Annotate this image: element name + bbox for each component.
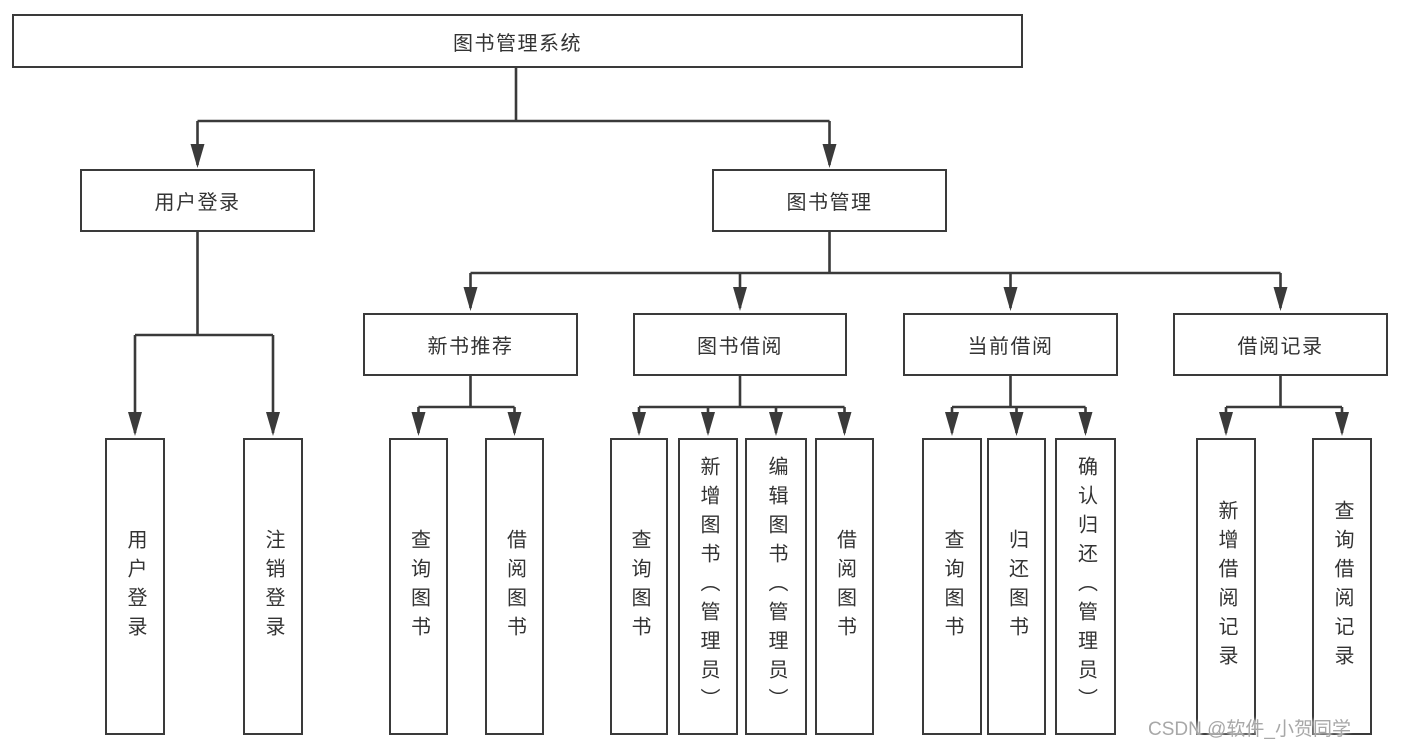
node-label: 注销登录 bbox=[262, 528, 284, 645]
node-label: 图书借阅 bbox=[697, 336, 783, 358]
node-current-borrowing: 当前借阅 bbox=[903, 313, 1118, 376]
node-label: 新书推荐 bbox=[427, 336, 514, 358]
node-label: 借阅图书 bbox=[833, 528, 856, 645]
leaf-query-books-recommend: 查询图书 bbox=[389, 438, 448, 735]
node-label: 查询借阅记录 bbox=[1331, 499, 1353, 674]
node-new-book-recommendation: 新书推荐 bbox=[363, 313, 578, 376]
node-label: 用户登录 bbox=[124, 528, 146, 645]
watermark-text: CSDN @软件_小贺同学 bbox=[1148, 719, 1351, 740]
node-library-management-system: 图书管理系统 bbox=[12, 14, 1023, 68]
node-user-login: 用户登录 bbox=[80, 169, 315, 232]
node-label: 查询图书 bbox=[407, 528, 430, 645]
node-label: 当前借阅 bbox=[967, 336, 1054, 358]
leaf-confirm-return-admin: 确认归还（管理员） bbox=[1055, 438, 1116, 735]
node-book-borrowing: 图书借阅 bbox=[633, 313, 847, 376]
node-label: 用户登录 bbox=[154, 192, 241, 214]
node-book-management: 图书管理 bbox=[712, 169, 947, 232]
leaf-user-login: 用户登录 bbox=[105, 438, 165, 735]
leaf-query-books-borrowing: 查询图书 bbox=[610, 438, 668, 735]
node-label: 编辑图书（管理员） bbox=[765, 456, 787, 717]
node-label: 图书管理系统 bbox=[453, 32, 582, 55]
node-borrowing-records: 借阅记录 bbox=[1173, 313, 1388, 376]
leaf-add-borrow-record: 新增借阅记录 bbox=[1196, 438, 1256, 735]
node-label: 归还图书 bbox=[1005, 528, 1028, 645]
node-label: 借阅记录 bbox=[1237, 336, 1324, 358]
node-label: 查询图书 bbox=[941, 528, 963, 645]
node-label: 新增借阅记录 bbox=[1215, 499, 1237, 674]
leaf-query-books-current: 查询图书 bbox=[922, 438, 982, 735]
leaf-add-book-admin: 新增图书（管理员） bbox=[678, 438, 738, 735]
leaf-query-borrow-record: 查询借阅记录 bbox=[1312, 438, 1372, 735]
leaf-logout: 注销登录 bbox=[243, 438, 303, 735]
node-label: 确认归还（管理员） bbox=[1074, 456, 1097, 717]
node-label: 图书管理 bbox=[786, 192, 873, 214]
leaf-edit-book-admin: 编辑图书（管理员） bbox=[745, 438, 807, 735]
node-label: 借阅图书 bbox=[503, 528, 526, 645]
leaf-borrow-books-borrowing: 借阅图书 bbox=[815, 438, 874, 735]
node-label: 新增图书（管理员） bbox=[697, 456, 719, 717]
leaf-borrow-books-recommend: 借阅图书 bbox=[485, 438, 544, 735]
node-label: 查询图书 bbox=[628, 528, 650, 645]
leaf-return-books: 归还图书 bbox=[987, 438, 1046, 735]
